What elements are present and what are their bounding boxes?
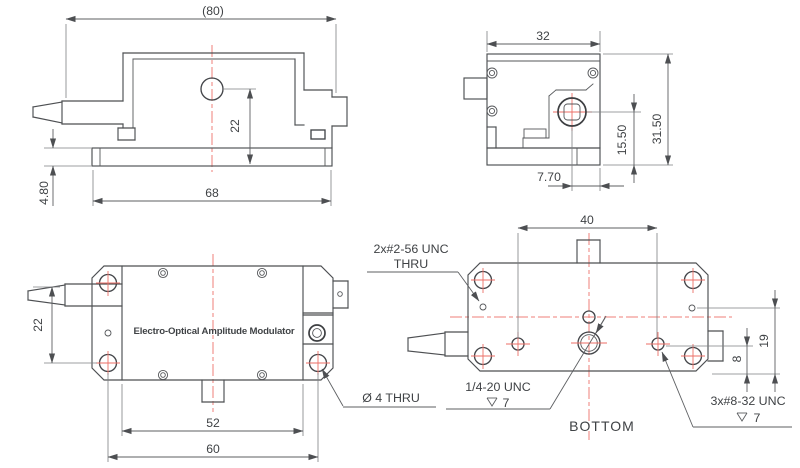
fiber-pigtail: [407, 331, 469, 357]
dim-pilot-hole-offset: 19: [757, 334, 771, 348]
callout-quarter-20-depth-value: 7: [503, 396, 510, 410]
dim-thread-row-offset: 8: [730, 355, 744, 362]
rf-connector-side: [303, 89, 348, 149]
dim-fiber-axis-to-hole: 22: [31, 318, 45, 332]
dim-overall-length-ref: (80): [202, 4, 224, 18]
depth-symbol-icon: [736, 412, 748, 422]
dim-aperture-offset: 7.70: [537, 170, 561, 184]
front-view-dimensions: (80) 22 68 4.80: [37, 4, 337, 206]
dim-base-length: 68: [205, 186, 219, 200]
side-connector-block: [463, 77, 488, 100]
depth-symbol-icon: [486, 397, 498, 407]
fiber-pigtail: [32, 100, 124, 125]
product-title: Electro-Optical Amplitude Modulator: [134, 326, 296, 336]
lid-screws: [157, 267, 268, 381]
bottom-view: 40 19 8 2x#2-56 UNC THRU 1/4-20 UNC 7: [367, 213, 792, 440]
dim-body-height: 31.50: [650, 114, 664, 145]
bottom-view-callouts: 2x#2-56 UNC THRU 1/4-20 UNC 7 3x#8-32 UN…: [367, 242, 792, 428]
dim-beam-center-height: 22: [228, 119, 242, 133]
callout-mounting-hole: Ø 4 THRU: [362, 391, 420, 405]
callout-2-56-line2: THRU: [394, 257, 428, 271]
top-tab: [576, 239, 601, 264]
dim-base-thickness: 4.80: [37, 181, 51, 205]
bottom-view-label: BOTTOM: [569, 418, 635, 434]
dim-mounting-hole-spacing: 60: [206, 442, 220, 456]
callout-quarter-20-label: 1/4-20 UNC: [465, 380, 530, 394]
end-view-dimensions: 32 31.50 15.50 7.70: [486, 29, 673, 191]
top-view: Electro-Optical Amplitude Modulator 22 5…: [27, 254, 436, 462]
bottom-holes: [471, 268, 705, 369]
dim-thread-hole-spacing: 40: [580, 213, 594, 227]
optical-aperture: [553, 93, 592, 131]
callout-2-56-line1: 2x#2-56 UNC: [373, 242, 448, 256]
dim-body-width: 32: [536, 29, 550, 43]
rf-connector-top: [302, 280, 349, 345]
end-body-outline: [486, 53, 601, 166]
callout-8-32-label: 3x#8-32 UNC: [710, 394, 785, 408]
base-plate-bottom: [467, 262, 709, 372]
top-access-hole: [200, 77, 224, 101]
lid-outline: [121, 265, 304, 381]
front-body-outline: [117, 52, 305, 141]
fiber-pigtail: [27, 283, 123, 307]
end-view: 32 31.50 15.50 7.70: [463, 29, 673, 191]
callout-8-32-depth-value: 7: [754, 411, 761, 425]
mounting-holes: [96, 271, 330, 375]
front-view: (80) 22 68 4.80: [32, 4, 348, 206]
bottom-view-dimensions: 40 19 8: [517, 213, 780, 392]
base-plate-side: [91, 147, 333, 167]
bottom-tab: [201, 379, 225, 403]
dim-aperture-center-height: 15.50: [615, 125, 629, 156]
dim-lid-length: 52: [206, 416, 220, 430]
base-plate-top: [91, 265, 334, 381]
screw-heads: [486, 67, 599, 117]
top-view-dimensions: 22 52 60 Ø 4 THRU: [31, 286, 436, 462]
